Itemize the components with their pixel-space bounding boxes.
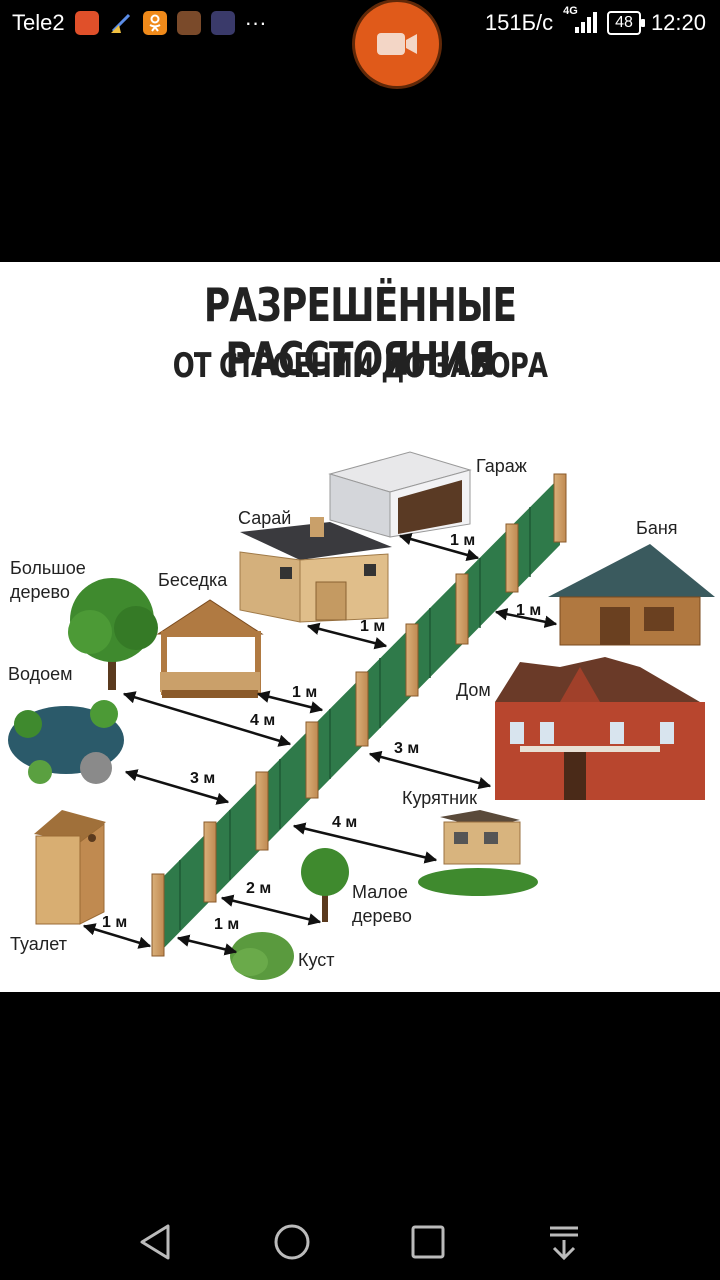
distance-house: 3 м: [394, 740, 420, 757]
battery-icon: 48: [607, 11, 645, 35]
gazebo: [156, 599, 264, 698]
small-tree: [301, 848, 349, 922]
big-tree: [68, 578, 158, 690]
bathhouse: [548, 544, 715, 646]
distance-chicken-coop: 4 м: [332, 814, 358, 831]
battery-level: 48: [615, 14, 633, 31]
status-right: 151Б/с 4G 48 12:20: [484, 5, 706, 36]
distance-pond: 3 м: [190, 770, 216, 787]
garage: [328, 451, 472, 538]
home-button[interactable]: [262, 1216, 322, 1268]
label-big-tree-line1: Большое: [10, 558, 86, 578]
notification-pull-button[interactable]: [534, 1216, 594, 1268]
toilet: [34, 810, 106, 925]
signal-icon: 4G: [563, 5, 598, 35]
carrier-name: Tele2: [12, 10, 65, 35]
image-subtitle: ОТ СТРОЕНИЙ ДО ЗАБОРА: [172, 346, 548, 386]
label-small-tree-line2: дерево: [352, 906, 412, 926]
pond: [8, 700, 124, 784]
odnoklassniki-icon: [142, 11, 167, 35]
fence-distances-image[interactable]: РАЗРЕШЁННЫЕ РАССТОЯНИЯ ОТ СТРОЕНИЙ ДО ЗА…: [0, 262, 720, 992]
back-button[interactable]: [126, 1216, 186, 1268]
label-gazebo: Беседка: [158, 570, 228, 590]
chicken-coop: [418, 810, 538, 896]
label-chicken-coop: Курятник: [402, 788, 477, 808]
distance-small-tree: 2 м: [246, 880, 272, 897]
status-bar: Tele2 ··· 151Б/с 4G 48 12:20: [0, 0, 720, 50]
label-toilet: Туалет: [10, 934, 67, 954]
distance-bush: 1 м: [214, 916, 240, 933]
video-call-icon: [74, 11, 99, 35]
illustration-graphics: [8, 451, 715, 980]
label-house: Дом: [456, 680, 491, 700]
clock: 12:20: [650, 10, 706, 35]
back-triangle-icon: [140, 1224, 170, 1260]
fence: [151, 473, 567, 957]
screen-record-button[interactable]: [355, 2, 439, 86]
avatar-notification-icon: [176, 11, 201, 35]
distance-arrows: [82, 533, 558, 956]
image-title: РАЗРЕШЁННЫЕ РАССТОЯНИЯ: [203, 278, 517, 386]
label-bush: Куст: [298, 950, 335, 970]
video-camera-icon: [377, 33, 417, 55]
network-speed: 151Б/с: [484, 10, 554, 35]
distance-garage: 1 м: [450, 532, 476, 549]
home-circle-icon: [274, 1224, 310, 1260]
distance-big-tree: 4 м: [250, 712, 276, 729]
more-notifications-icon: ···: [244, 10, 267, 35]
label-bathhouse: Баня: [636, 518, 678, 538]
network-type: 4G: [563, 5, 578, 17]
game-notification-icon: [210, 11, 235, 35]
bush: [230, 932, 294, 980]
navigation-bar: [0, 1196, 720, 1280]
recents-button[interactable]: [398, 1216, 458, 1268]
label-pond: Водоем: [8, 664, 73, 684]
label-small-tree-line1: Малое: [352, 882, 408, 902]
distance-shed: 1 м: [360, 618, 386, 635]
label-garage: Гараж: [476, 456, 527, 476]
distance-gazebo: 1 м: [292, 684, 318, 701]
label-shed: Сарай: [238, 508, 292, 528]
shed: [239, 517, 392, 623]
status-left: Tele2 ···: [12, 10, 267, 36]
pull-down-icon: [550, 1226, 578, 1261]
label-big-tree-line2: дерево: [10, 582, 70, 602]
house: [495, 657, 705, 800]
distance-toilet: 1 м: [102, 914, 128, 931]
cleaner-broom-icon: [109, 11, 133, 35]
recents-square-icon: [411, 1225, 445, 1259]
distance-bathhouse: 1 м: [516, 602, 542, 619]
